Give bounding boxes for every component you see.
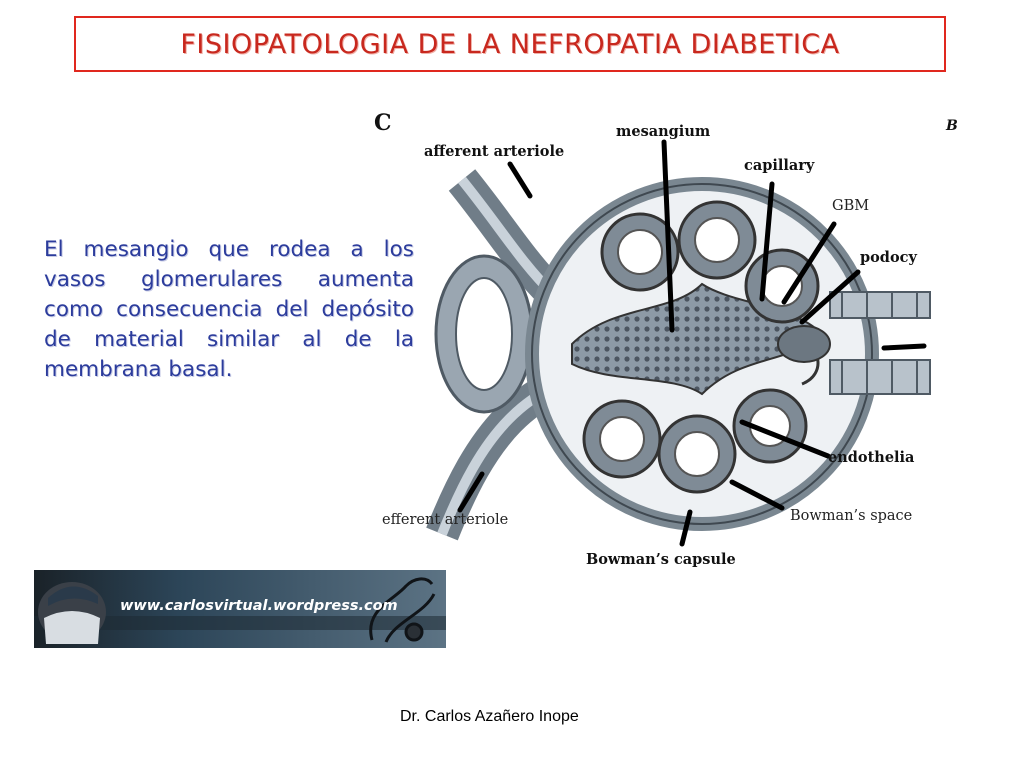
surgeon-photo xyxy=(38,582,106,644)
slide-title: FISIOPATOLOGIA DE LA NEFROPATIA DIABETIC… xyxy=(180,28,840,60)
panel-letter-c: C xyxy=(374,110,392,136)
podocyte-and-tubule xyxy=(777,291,931,395)
glomerulus-diagram: C B xyxy=(374,110,958,568)
slide-footer-author: Dr. Carlos Azañero Inope xyxy=(400,708,579,725)
slide-body-text: El mesangio que rodea a los vasos glomer… xyxy=(44,237,414,382)
label-efferent-arteriole: efferent arteriole xyxy=(382,512,508,528)
website-banner: www.carlosvirtual.wordpress.com xyxy=(34,570,446,648)
label-afferent-arteriole: afferent arteriole xyxy=(424,143,564,160)
label-bowmans-capsule: Bowman’s capsule xyxy=(586,551,736,568)
label-pointers xyxy=(457,139,927,547)
label-podocyte: podocy xyxy=(860,249,917,266)
title-box: FISIOPATOLOGIA DE LA NEFROPATIA DIABETIC… xyxy=(74,16,946,72)
label-bowmans-space: Bowman’s space xyxy=(790,508,912,524)
label-mesangium: mesangium xyxy=(616,123,711,140)
label-gbm: GBM xyxy=(832,198,869,214)
label-endothelial: endothelia xyxy=(828,449,915,466)
banner-url: www.carlosvirtual.wordpress.com xyxy=(120,598,398,614)
stethoscope-icon xyxy=(369,577,436,643)
panel-letter-b: B xyxy=(945,118,958,134)
label-capillary: capillary xyxy=(744,157,815,174)
